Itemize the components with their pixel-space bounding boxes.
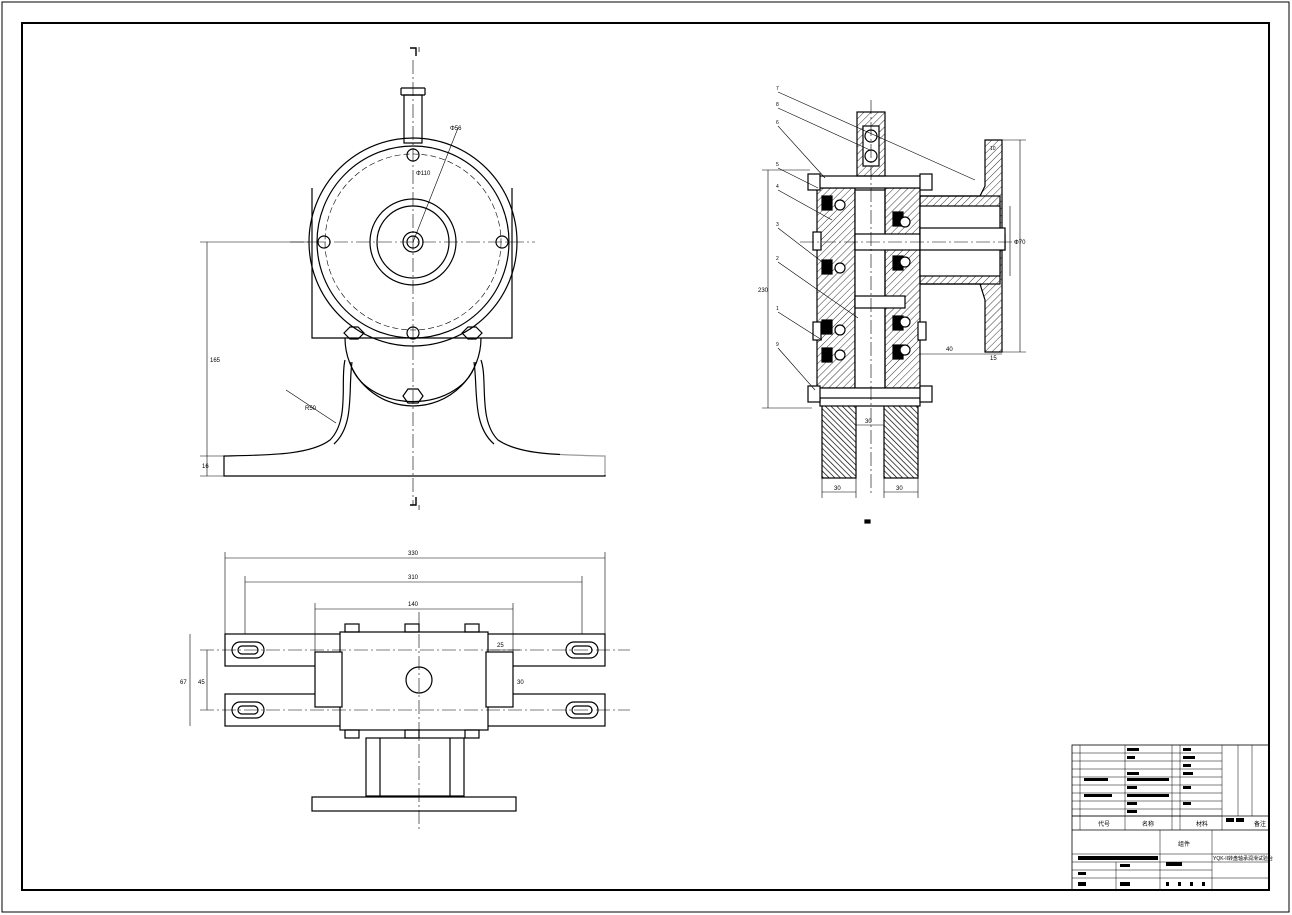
dim-section-height: 230: [758, 288, 769, 294]
tb-drawing-title: YQK-II转盘轴承润滑试验台: [1213, 855, 1273, 862]
dim-bore: Φ56: [450, 126, 462, 132]
section-part-numbers: 7 8 6 5 4 3 2 1 9 10 230 Φ70 40 15 30 30…: [758, 86, 1026, 492]
part-number: 1: [776, 306, 779, 312]
title-block: [1071, 744, 1270, 891]
section-view: [762, 91, 1026, 524]
dim-overall: 330: [408, 551, 419, 557]
top-view-labels: 330 310 140 25 67 45 30: [180, 551, 524, 686]
dim-depth3: 30: [517, 680, 524, 686]
part-number: 4: [776, 184, 779, 190]
scan-smear: [560, 440, 740, 475]
part-number: 2: [776, 256, 779, 262]
dim-depth2: 45: [198, 680, 205, 686]
dim-side: 25: [497, 643, 504, 649]
tb-col-material: 材料: [1196, 820, 1208, 828]
dim-flange-thk: 15: [990, 356, 997, 362]
tb-col-remark: 备注: [1254, 820, 1266, 828]
dim-body: 140: [408, 602, 419, 608]
part-number: 8: [776, 102, 779, 108]
dim-wheel2: 30: [896, 486, 903, 492]
dim-wheel1: 30: [834, 486, 841, 492]
section-mark-bottom: Ⅰ: [418, 505, 420, 512]
dim-depth1: 67: [180, 680, 187, 686]
part-number: 5: [776, 162, 779, 168]
tb-col-name: 名称: [1142, 820, 1154, 828]
title-block-text: 代号 名称 材料 备注 组件 YQK-II转盘轴承润滑试验台: [1098, 820, 1273, 862]
top-view: [189, 552, 630, 830]
tb-col-code: 代号: [1098, 820, 1110, 828]
dim-gap: 30: [865, 419, 872, 425]
dim-base-thk: 16: [202, 464, 209, 470]
dim-height: 165: [210, 358, 221, 364]
dim-inner: 310: [408, 575, 419, 581]
part-number: 6: [776, 120, 779, 126]
dim-radius: R50: [305, 406, 317, 412]
part-number: 7: [776, 86, 779, 92]
part-number: 9: [776, 342, 779, 348]
dim-hub-len: 40: [946, 347, 953, 353]
tb-assembly-label: 组件: [1178, 840, 1190, 848]
part-number: 10: [990, 146, 996, 152]
dim-bolt-circle: Φ110: [416, 171, 431, 177]
section-mark-top: Ⅰ: [418, 47, 420, 54]
part-number: 3: [776, 222, 779, 228]
inner-border: [21, 22, 1270, 891]
dim-flange-dia: Φ70: [1014, 240, 1026, 246]
front-view-labels: 165 16 Φ110 Φ56 R50 Ⅰ Ⅰ: [202, 47, 462, 512]
front-view: [200, 47, 606, 506]
